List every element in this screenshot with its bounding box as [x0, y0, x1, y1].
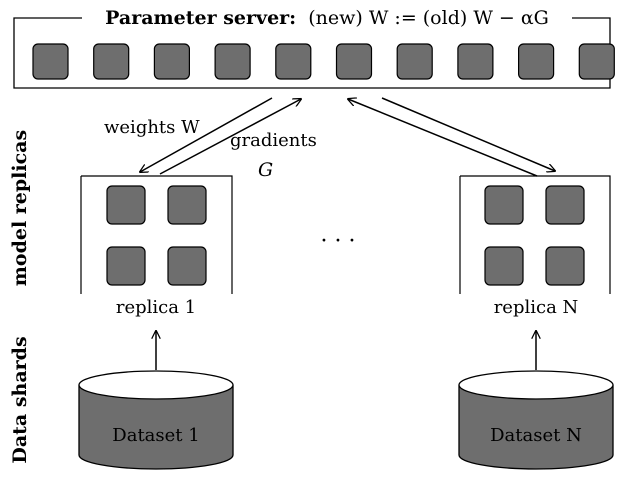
replica-block	[106, 185, 146, 225]
replica-block	[167, 246, 207, 286]
replica-1: replica 1	[80, 175, 233, 318]
parameter-block	[457, 43, 494, 80]
replica-block	[484, 246, 524, 286]
replica-block	[167, 185, 207, 225]
replica-n-blocks	[484, 185, 585, 286]
replica-block	[484, 185, 524, 225]
replica-block	[106, 246, 146, 286]
dataset-1-cylinder	[78, 370, 234, 470]
gradients-arrow-from-replica-1	[159, 99, 301, 175]
parameter-block	[275, 43, 312, 80]
data-shards-label: Data shards	[9, 336, 31, 463]
parameter-server-box: Parameter server: (new) W := (old) W − α…	[13, 7, 615, 89]
weights-arrow-to-replica-1	[140, 97, 273, 172]
parameter-block	[396, 43, 433, 80]
replica-n-frame	[459, 175, 611, 294]
cylinder-top	[78, 370, 234, 400]
cylinder-body	[458, 385, 614, 470]
parameter-block	[214, 43, 251, 80]
replica-block	[545, 185, 585, 225]
gradients-symbol: G	[258, 159, 273, 181]
replicas-ellipsis: · · ·	[321, 229, 356, 254]
gradients-label: gradients	[230, 130, 317, 151]
parameter-block	[517, 43, 555, 80]
parameter-server-title: Parameter server: (new) W := (old) W − α…	[105, 7, 549, 29]
replica-n: replica N	[459, 175, 611, 318]
weights-arrow-to-replica-n	[381, 97, 555, 171]
replica-1-frame	[80, 175, 233, 294]
parameter-server-frame	[13, 17, 611, 89]
cylinder-top	[458, 370, 614, 400]
weights-label: weights W	[104, 117, 200, 138]
replica-block	[545, 246, 585, 286]
cylinder-body	[78, 385, 234, 470]
parameter-blocks	[32, 43, 615, 80]
dataset-n-label: Dataset N	[490, 425, 582, 446]
parameter-server-update-rule: (new) W := (old) W − αG	[308, 7, 549, 29]
parameter-server-title-bold: Parameter server:	[105, 7, 296, 29]
model-replicas-label: model replicas	[9, 130, 31, 286]
parameter-block	[335, 43, 373, 80]
parameter-block	[578, 43, 615, 80]
parameter-block	[32, 43, 69, 80]
replica-1-label: replica 1	[116, 297, 196, 318]
dataset-1-label: Dataset 1	[112, 425, 199, 446]
replica-1-blocks	[106, 185, 207, 286]
parameter-block	[153, 43, 190, 80]
replica-n-label: replica N	[494, 297, 579, 318]
parameter-block	[93, 43, 130, 80]
gradients-arrow-from-replica-n	[348, 99, 538, 177]
dataset-n-cylinder	[458, 370, 614, 470]
